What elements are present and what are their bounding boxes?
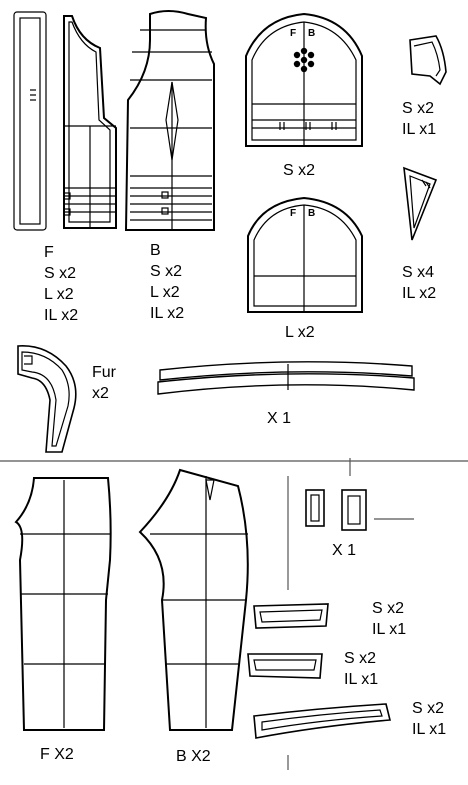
trouser-front-piece	[14, 477, 112, 731]
waistband-qty-label: X 1	[267, 410, 292, 427]
strip-3-label: S x2 IL x1	[412, 698, 446, 740]
bodice-back-label-line: S x2	[150, 263, 183, 280]
sleeve-bottom-piece	[247, 196, 363, 313]
sleeve-bottom-front-mark: F	[290, 208, 297, 219]
rosette-ornament	[293, 47, 315, 73]
fur-collar-piece	[17, 345, 77, 453]
strip-piece-3	[253, 703, 392, 739]
trouser-front-label: F X2	[40, 746, 74, 763]
gusset-label-line: IL x2	[402, 285, 437, 302]
section-dividers	[0, 458, 468, 770]
strip-piece-2	[247, 653, 323, 679]
fur-collar-label: Fur x2	[92, 362, 116, 404]
sleeve-top-back-mark: B	[308, 28, 316, 39]
strip-2-label-line: S x2	[344, 650, 377, 667]
strip-1-label-line: S x2	[372, 600, 405, 617]
sleeve-top-piece	[245, 12, 363, 147]
bodice-front-piece	[63, 15, 117, 229]
fur-collar-label-line: x2	[92, 385, 109, 402]
bodice-back-label-line: L x2	[150, 284, 180, 301]
strip-1-label-line: IL x1	[372, 621, 407, 638]
trouser-back-label: B X2	[176, 748, 211, 765]
strip-2-label-line: IL x1	[344, 671, 379, 688]
belt-loop-qty-label: X 1	[332, 542, 357, 559]
strip-3-label-line: IL x1	[412, 721, 447, 738]
strip-3-label-line: S x2	[412, 700, 445, 717]
sleeve-top-qty-label: S x2	[283, 162, 316, 179]
sleeve-bottom-qty-label: L x2	[285, 324, 315, 341]
gusset-label: S x4 IL x2	[402, 262, 436, 304]
sleeve-top-front-mark: F	[290, 28, 297, 39]
gusset-label-line: S x4	[402, 264, 435, 281]
cuff-piece	[409, 35, 447, 86]
bodice-front-label-line: S x2	[44, 265, 77, 282]
bodice-front-label-line: L x2	[44, 286, 74, 303]
bodice-back-label-line: B	[150, 242, 161, 259]
strip-piece-1	[253, 603, 329, 629]
cuff-label-line: S x2	[402, 100, 435, 117]
sleeve-bottom-back-mark: B	[308, 208, 316, 219]
cuff-label-line: IL x1	[402, 121, 437, 138]
bodice-back-label-line: IL x2	[150, 305, 185, 322]
bodice-front-label: F S x2 L x2 IL x2	[44, 242, 78, 326]
waistband-piece	[157, 361, 415, 395]
strip-2-label: S x2 IL x1	[344, 648, 378, 690]
belt-loop-piece	[305, 489, 367, 531]
facing-strip-piece	[13, 11, 47, 231]
cuff-label: S x2 IL x1	[402, 98, 436, 140]
bodice-back-label: B S x2 L x2 IL x2	[150, 240, 184, 324]
trouser-back-piece	[138, 468, 249, 731]
bodice-front-label-line: F	[44, 244, 54, 261]
bodice-front-label-line: IL x2	[44, 307, 79, 324]
bodice-back-piece	[124, 10, 215, 231]
gusset-piece	[403, 166, 438, 241]
fur-collar-label-line: Fur	[92, 364, 116, 381]
strip-1-label: S x2 IL x1	[372, 598, 406, 640]
